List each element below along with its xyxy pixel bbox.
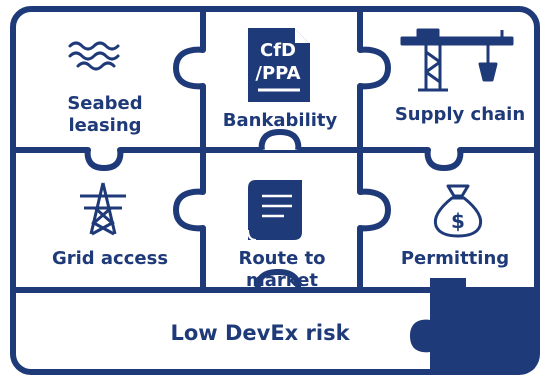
cfd-ppa-document-icon	[248, 28, 310, 102]
supply-bottom-knob	[254, 268, 302, 291]
col-divider-2-top	[357, 9, 391, 150]
money-bag-icon: $	[433, 184, 483, 238]
col-divider-1-mid	[173, 150, 206, 290]
label-supply-chain: Supply chain	[394, 104, 526, 125]
document-badge-line2: /PPA	[255, 63, 300, 84]
col-divider-1-top	[173, 9, 206, 150]
label-bankability: Bankability	[222, 110, 338, 131]
dollar-sign-icon: $	[451, 209, 465, 233]
crane-icon	[400, 28, 514, 92]
label-permitting: Permitting	[400, 248, 510, 269]
document-badge-line1: CfD	[260, 40, 296, 61]
route-top-knob	[258, 128, 302, 151]
label-low-devex-risk: Low DevEx risk	[170, 321, 350, 345]
label-route-to-market: Route to market	[238, 248, 326, 291]
scroll-icon	[247, 180, 302, 241]
col-divider-2-mid	[357, 150, 391, 290]
label-grid-access: Grid access	[51, 248, 169, 269]
waves-icon	[68, 41, 120, 71]
label-seabed-leasing: Seabed leasing	[67, 93, 143, 136]
missing-piece	[410, 278, 537, 372]
pylon-icon	[80, 182, 126, 236]
